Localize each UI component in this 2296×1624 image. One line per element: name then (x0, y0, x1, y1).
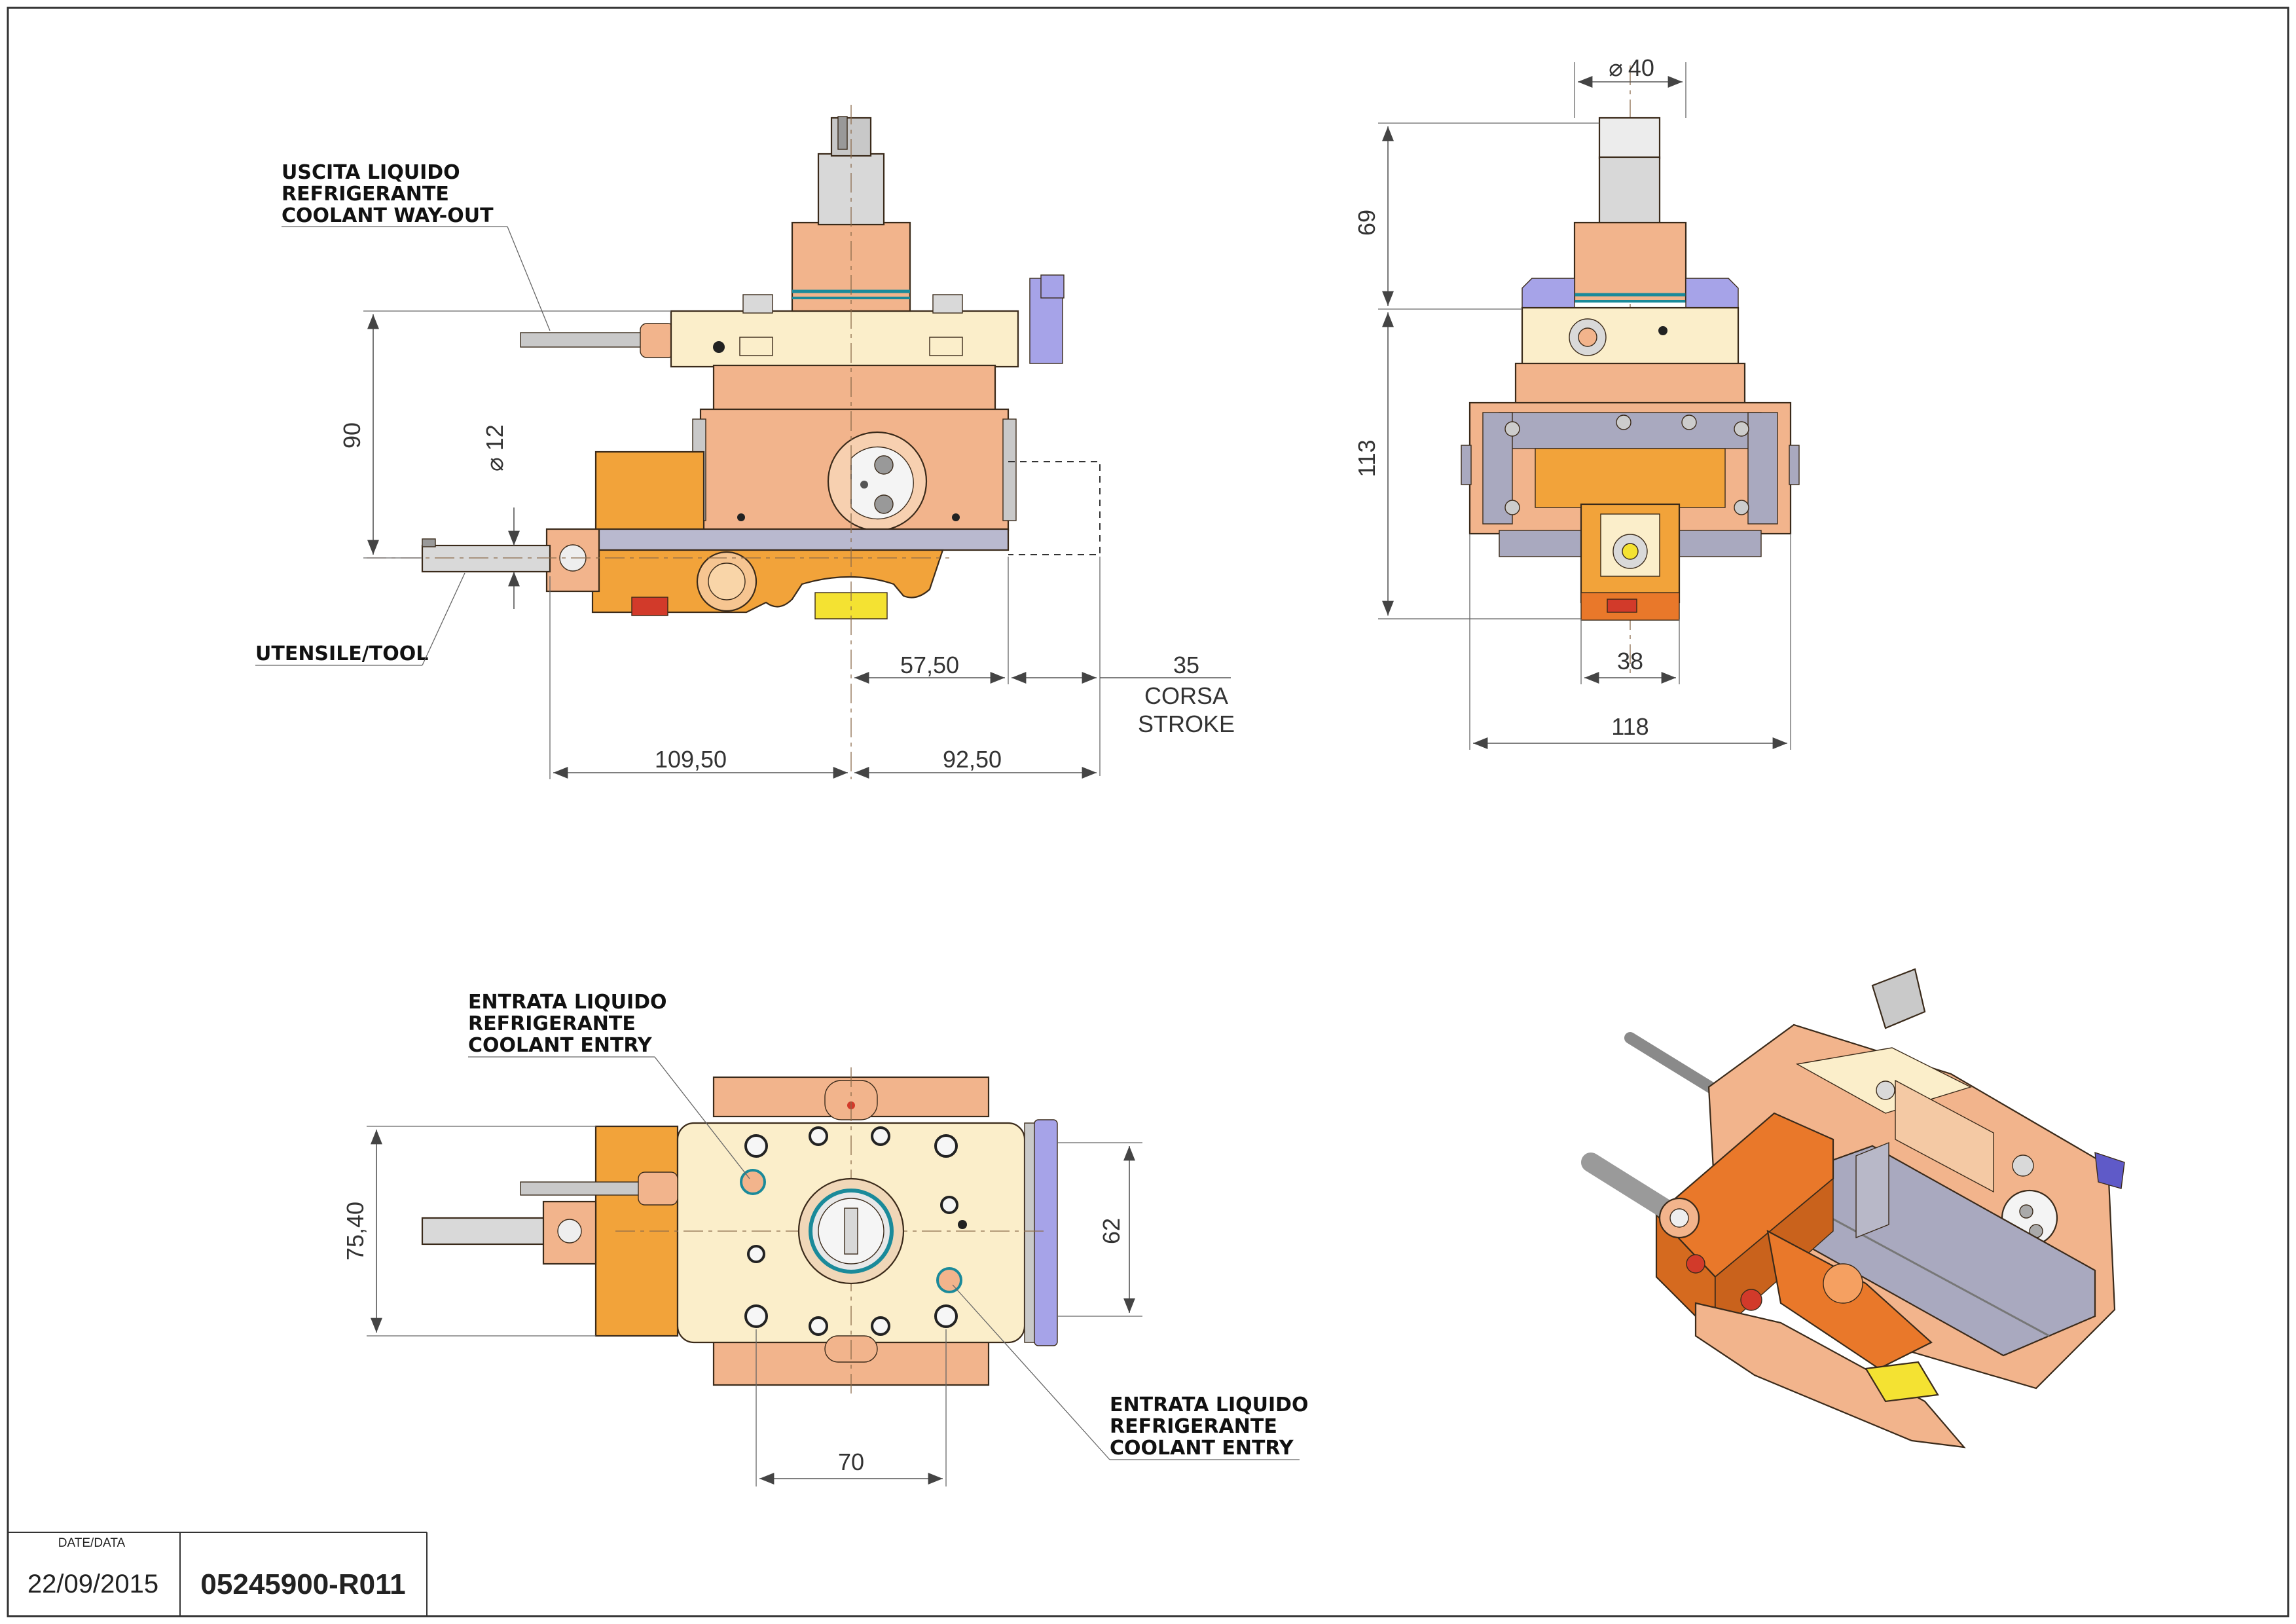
svg-text:REFRIGERANTE: REFRIGERANTE (282, 183, 449, 206)
top-view (421, 1067, 1058, 1395)
callout-coolant-entry-left: ENTRATA LIQUIDO REFRIGERANTE COOLANT ENT… (468, 991, 750, 1179)
side-view-dimensions: ⌀40 69 113 38 118 (1353, 54, 1791, 750)
dim-top-width: 70 (838, 1449, 864, 1475)
callout-coolant-way-out: USCITA LIQUIDO REFRIGERANTE COOLANT WAY-… (282, 161, 551, 331)
isometric-view (1581, 968, 2125, 1449)
svg-text:REFRIGERANTE: REFRIGERANTE (1110, 1415, 1277, 1438)
dim-top-right: 62 (1098, 1218, 1125, 1244)
front-view-dimensions: 90 ⌀12 57,50 35 CORSA STROKE 109,50 92,5… (338, 310, 1235, 779)
front-view (367, 105, 1101, 779)
svg-text:UTENSILE/TOOL: UTENSILE/TOOL (255, 642, 428, 665)
svg-text:COOLANT ENTRY: COOLANT ENTRY (468, 1034, 653, 1057)
title-block-date: 22/09/2015 (27, 1570, 158, 1598)
sheet-border (7, 7, 2289, 1617)
svg-text:COOLANT WAY-OUT: COOLANT WAY-OUT (282, 204, 494, 227)
dim-top-height: 75,40 (342, 1202, 369, 1261)
dim-length-right: 92,50 (943, 746, 1002, 773)
side-view (1461, 65, 1800, 674)
title-block-drawing-number: 05245900-R011 (200, 1568, 405, 1600)
title-block: DATE/DATA 22/09/2015 05245900-R011 (8, 1532, 428, 1616)
dim-stroke-value: 35 (1173, 652, 1199, 678)
dim-offset-right: 57,50 (900, 652, 959, 678)
dim-tool-diameter: ⌀12 (481, 424, 508, 471)
dim-side-body: 113 (1353, 439, 1380, 477)
title-block-date-label: DATE/DATA (58, 1536, 126, 1550)
dim-shaft-diameter: ⌀40 (1609, 54, 1654, 81)
dim-side-narrow: 38 (1617, 648, 1643, 674)
svg-text:REFRIGERANTE: REFRIGERANTE (468, 1012, 636, 1035)
dim-length-left: 109,50 (655, 746, 727, 773)
top-view-dimensions: 75,40 62 70 (342, 1126, 1142, 1486)
dim-front-height: 90 (338, 422, 365, 449)
svg-text:ENTRATA LIQUIDO: ENTRATA LIQUIDO (1110, 1393, 1309, 1416)
dim-side-top: 69 (1353, 210, 1380, 236)
callout-tool: UTENSILE/TOOL (255, 572, 465, 666)
dim-side-width: 118 (1611, 713, 1649, 740)
svg-text:COOLANT ENTRY: COOLANT ENTRY (1110, 1437, 1294, 1460)
dim-stroke-label-en: STROKE (1138, 710, 1235, 737)
svg-text:USCITA LIQUIDO: USCITA LIQUIDO (282, 161, 460, 184)
svg-text:ENTRATA LIQUIDO: ENTRATA LIQUIDO (468, 991, 667, 1014)
dim-stroke-label-it: CORSA (1144, 682, 1228, 709)
callout-coolant-entry-right: ENTRATA LIQUIDO REFRIGERANTE COOLANT ENT… (952, 1284, 1309, 1460)
